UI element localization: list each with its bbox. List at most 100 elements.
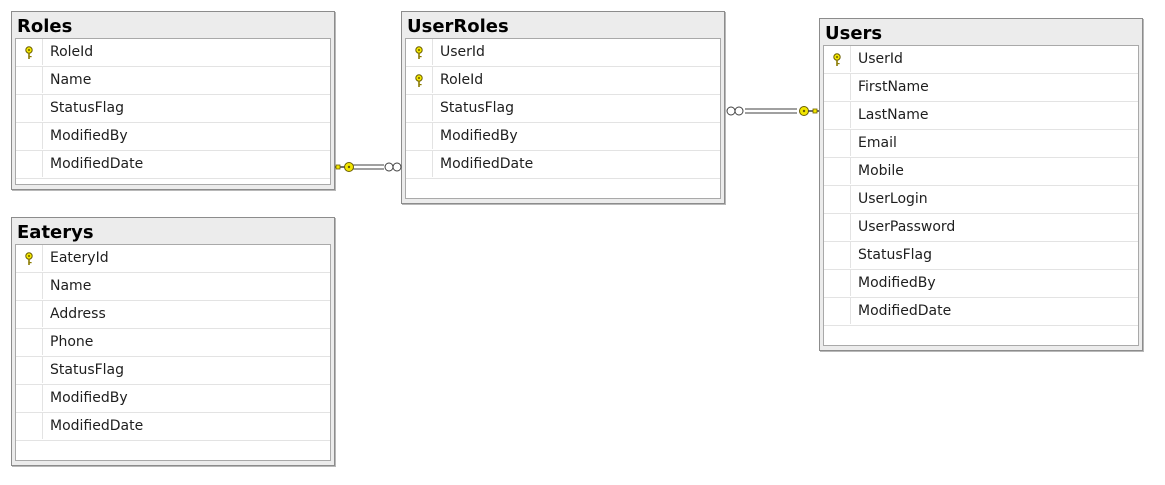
column-row[interactable]: ModifiedBy (824, 270, 1138, 298)
column-row[interactable]: ModifiedDate (16, 413, 330, 441)
column-row[interactable]: UserId (406, 39, 720, 67)
column-name: ModifiedDate (50, 156, 144, 172)
row-gutter (406, 151, 433, 177)
column-row[interactable]: FirstName (824, 74, 1138, 102)
column-name: ModifiedDate (50, 418, 144, 434)
column-name: ModifiedBy (858, 275, 936, 291)
row-gutter (406, 39, 433, 65)
row-gutter (824, 214, 851, 240)
row-gutter (824, 158, 851, 184)
column-row[interactable]: UserPassword (824, 214, 1138, 242)
column-name: LastName (858, 107, 929, 123)
row-gutter (824, 298, 851, 324)
column-row[interactable]: Name (16, 67, 330, 95)
primary-key-icon (415, 46, 423, 59)
table-title: UserRoles (407, 16, 509, 37)
row-gutter (406, 123, 433, 149)
table-userroles[interactable]: UserRoles UserId RoleId StatusFlag Modif… (401, 11, 725, 204)
column-name: ModifiedDate (858, 303, 952, 319)
table-title: Eaterys (17, 222, 94, 243)
column-name: RoleId (440, 72, 484, 88)
column-row[interactable]: UserId (824, 46, 1138, 74)
one-end-key-icon (799, 106, 819, 116)
column-name: ModifiedDate (440, 156, 534, 172)
column-name: UserLogin (858, 191, 928, 207)
column-name: Address (50, 306, 106, 322)
column-name: FirstName (858, 79, 929, 95)
row-gutter (16, 385, 43, 411)
column-name: StatusFlag (50, 362, 125, 378)
column-row[interactable]: LastName (824, 102, 1138, 130)
column-row[interactable]: EateryId (16, 245, 330, 273)
column-row[interactable]: Mobile (824, 158, 1138, 186)
column-name: Email (858, 135, 897, 151)
table-roles[interactable]: Roles RoleId Name StatusFlag ModifiedBy … (11, 11, 335, 190)
row-gutter (824, 74, 851, 100)
row-gutter (16, 151, 43, 177)
row-gutter (406, 67, 433, 93)
column-row[interactable]: ModifiedDate (824, 298, 1138, 326)
column-name: Name (50, 278, 92, 294)
primary-key-icon (833, 53, 841, 66)
row-gutter (824, 130, 851, 156)
table-title: Roles (17, 16, 73, 37)
table-title: Users (825, 23, 883, 44)
column-row[interactable]: StatusFlag (16, 95, 330, 123)
many-end-infinity-icon (726, 106, 744, 116)
column-name: ModifiedBy (50, 390, 128, 406)
column-name: ModifiedBy (440, 128, 518, 144)
column-name: UserPassword (858, 219, 956, 235)
column-name: ModifiedBy (50, 128, 128, 144)
column-name: StatusFlag (440, 100, 515, 116)
column-row[interactable]: StatusFlag (16, 357, 330, 385)
row-gutter (16, 95, 43, 121)
column-row[interactable]: Address (16, 301, 330, 329)
column-row[interactable]: StatusFlag (824, 242, 1138, 270)
row-gutter (16, 39, 43, 65)
column-row[interactable]: RoleId (406, 67, 720, 95)
column-name: Name (50, 72, 92, 88)
column-name: RoleId (50, 44, 94, 60)
column-row[interactable]: StatusFlag (406, 95, 720, 123)
primary-key-icon (25, 252, 33, 265)
row-gutter (16, 273, 43, 299)
column-name: StatusFlag (50, 100, 125, 116)
table-eaterys[interactable]: Eaterys EateryId Name Address Phone Stat… (11, 217, 335, 466)
column-row[interactable]: RoleId (16, 39, 330, 67)
column-name: UserId (440, 44, 485, 60)
row-gutter (16, 67, 43, 93)
column-row[interactable]: ModifiedBy (16, 385, 330, 413)
table-users[interactable]: Users UserId FirstName LastName Email Mo… (819, 18, 1143, 351)
many-end-infinity-icon (384, 162, 402, 172)
column-name: UserId (858, 51, 903, 67)
column-row[interactable]: ModifiedBy (16, 123, 330, 151)
column-list: UserId RoleId StatusFlag ModifiedBy Modi… (405, 38, 721, 199)
column-row[interactable]: Phone (16, 329, 330, 357)
column-list: EateryId Name Address Phone StatusFlag M… (15, 244, 331, 461)
row-gutter (824, 102, 851, 128)
row-gutter (16, 329, 43, 355)
relationship-roles-userroles[interactable] (335, 162, 402, 172)
column-name: Mobile (858, 163, 904, 179)
row-gutter (16, 413, 43, 439)
one-end-key-icon (335, 162, 354, 172)
column-name: StatusFlag (858, 247, 933, 263)
relationship-userroles-users[interactable] (726, 106, 819, 116)
column-row[interactable]: Name (16, 273, 330, 301)
column-row[interactable]: ModifiedDate (406, 151, 720, 179)
row-gutter (824, 46, 851, 72)
column-row[interactable]: ModifiedBy (406, 123, 720, 151)
column-row[interactable]: ModifiedDate (16, 151, 330, 179)
row-gutter (824, 242, 851, 268)
primary-key-icon (415, 74, 423, 87)
column-name: EateryId (50, 250, 109, 266)
row-gutter (16, 301, 43, 327)
row-gutter (16, 357, 43, 383)
row-gutter (406, 95, 433, 121)
column-row[interactable]: UserLogin (824, 186, 1138, 214)
row-gutter (16, 123, 43, 149)
column-row[interactable]: Email (824, 130, 1138, 158)
row-gutter (16, 245, 43, 271)
row-gutter (824, 270, 851, 296)
